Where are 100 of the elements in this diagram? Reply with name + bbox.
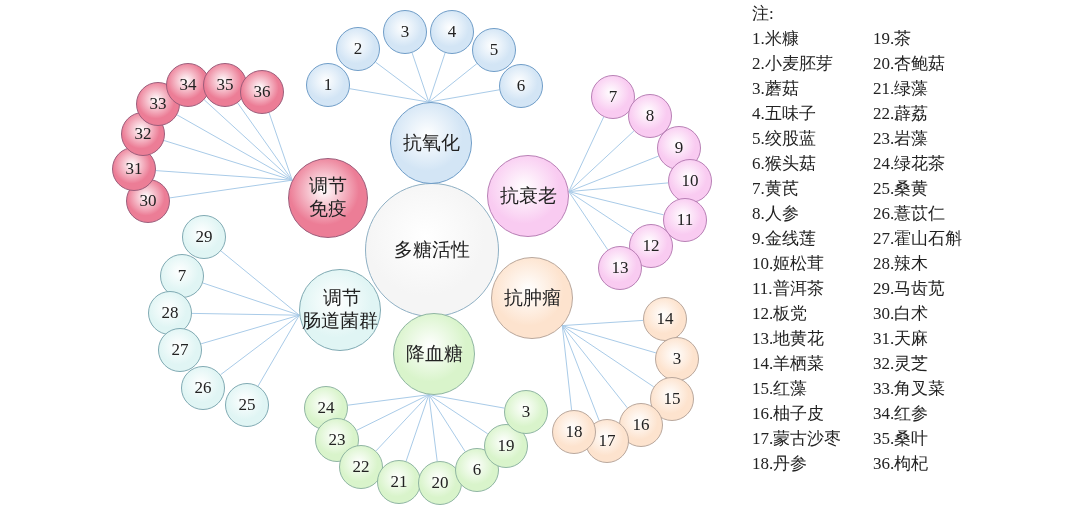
note-item: 21.绿藻 [873,78,930,100]
note-item: 36.枸杞 [873,453,930,475]
note-item: 23.岩藻 [873,128,930,150]
number-circle: 3 [655,337,699,381]
note-heading: 注: [752,3,775,25]
connector-line [561,325,628,409]
note-item: 20.杏鲍菇 [873,53,947,75]
number-circle: 22 [339,445,383,489]
number-circle: 11 [663,198,707,242]
category-circle: 降血糖 [393,313,475,395]
connector-line [411,52,430,103]
number-circle: 5 [472,28,516,72]
note-item: 26.薏苡仁 [873,203,947,225]
connector-line [375,61,430,103]
note-item: 34.红参 [873,403,930,425]
connector-line [237,102,293,181]
connector-line [561,325,600,421]
category-circle: 抗氧化 [390,102,472,184]
number-circle: 2 [336,27,380,71]
connector-line [268,112,293,181]
connector-line [561,325,655,388]
connector-line [200,314,300,345]
connector-line [220,314,300,376]
number-circle: 3 [383,10,427,54]
note-item: 29.马齿苋 [873,278,947,300]
note-item: 33.角叉菜 [873,378,947,400]
connector-line [568,191,634,235]
note-item: 35.桑叶 [873,428,930,450]
connector-line [405,394,430,462]
number-circle: 28 [148,291,192,335]
note-item: 8.人参 [752,203,800,225]
connector-line [428,394,489,435]
note-item: 13.地黄花 [752,328,826,350]
number-circle: 15 [650,377,694,421]
number-circle: 10 [668,159,712,203]
connector-line [375,394,430,452]
number-circle: 25 [225,383,269,427]
note-item: 32.灵芝 [873,353,930,375]
connector-line [202,282,300,316]
connector-line [163,140,293,181]
number-circle: 18 [552,410,596,454]
connector-line [561,325,657,354]
category-circle: 抗衰老 [487,155,569,237]
note-item: 30.白术 [873,303,930,325]
number-circle: 1 [306,63,350,107]
connector-line [428,52,446,103]
number-circle: 21 [377,460,421,504]
connector-line [561,319,644,327]
number-circle: 26 [181,366,225,410]
number-circle: 14 [643,297,687,341]
number-circle: 4 [430,10,474,54]
connector-line [568,116,605,193]
connector-line [568,155,659,193]
note-item: 17.蒙古沙枣 [752,428,843,450]
note-item: 14.羊栖菜 [752,353,826,375]
connector-line [203,99,293,181]
connector-line [568,182,669,193]
note-item: 25.桑黄 [873,178,930,200]
number-circle: 27 [158,328,202,372]
note-item: 4.五味子 [752,103,817,125]
number-circle: 29 [182,215,226,259]
connector-line [428,394,438,462]
note-item: 6.猴头菇 [752,153,817,175]
note-item: 27.霍山石斛 [873,228,964,250]
connector-line [176,114,293,181]
note-item: 19.茶 [873,28,913,50]
connector-line [561,325,573,411]
note-item: 15.红藻 [752,378,809,400]
number-circle: 8 [628,94,672,138]
number-circle: 20 [418,461,462,505]
number-circle: 36 [240,70,284,114]
note-item: 9.金线莲 [752,228,817,250]
note-item: 5.绞股蓝 [752,128,817,150]
connector-line [220,250,300,316]
number-circle: 35 [203,63,247,107]
note-item: 12.板党 [752,303,809,325]
note-item: 24.绿花茶 [873,153,947,175]
note-item: 3.蘑菇 [752,78,800,100]
connector-line [191,312,300,316]
note-item: 31.天麻 [873,328,930,350]
category-circle: 调节肠道菌群 [299,269,381,351]
note-item: 18.丹参 [752,453,809,475]
number-circle: 7 [591,75,635,119]
connector-line [568,191,609,251]
note-item: 1.米糠 [752,28,800,50]
connector-line [428,63,478,103]
note-item: 2.小麦胚芽 [752,53,834,75]
connector-line [257,314,300,387]
category-circle: 抗肿瘤 [491,257,573,339]
note-item: 10.姬松茸 [752,253,826,275]
number-circle: 7 [160,254,204,298]
note-item: 22.薜荔 [873,103,930,125]
connector-line [428,394,466,452]
note-item: 28.辣木 [873,253,930,275]
note-item: 11.普洱茶 [752,278,825,300]
connector-line [568,191,665,216]
connector-line [356,394,430,431]
number-circle: 3 [504,390,548,434]
connector-line [568,130,635,193]
note-item: 7.黄芪 [752,178,800,200]
